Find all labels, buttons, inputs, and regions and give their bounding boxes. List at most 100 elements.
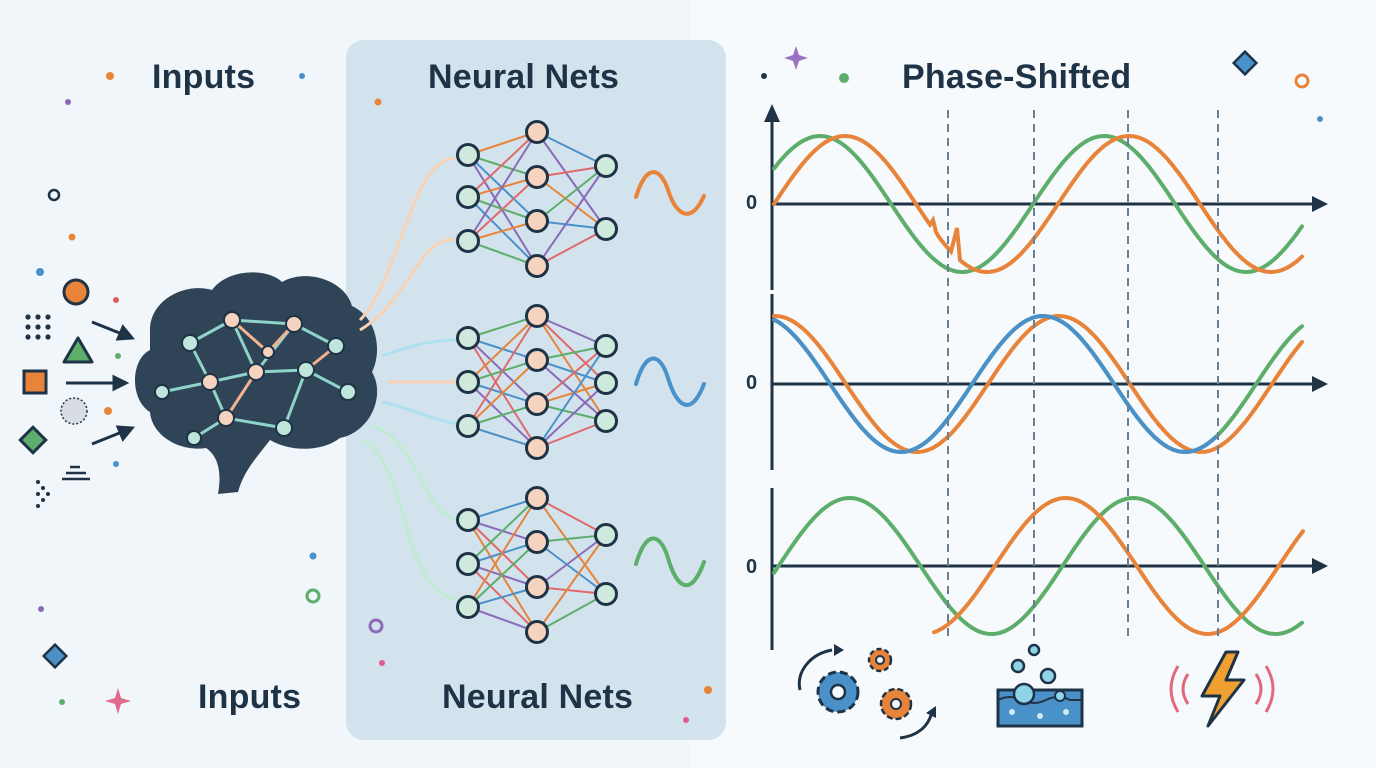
- net-edge: [536, 131, 607, 230]
- net-node: [594, 582, 618, 606]
- net-edge: [467, 131, 538, 242]
- net-edge: [536, 176, 607, 230]
- chevron-dots-icon: [36, 480, 50, 508]
- net-node: [525, 620, 549, 644]
- output-waves: [634, 170, 706, 588]
- phase-wave: [772, 313, 1304, 455]
- net-node: [525, 165, 549, 189]
- net-edge: [467, 154, 538, 267]
- net-edge: [536, 382, 607, 449]
- phase-plot-2: [770, 294, 1328, 470]
- net-edge: [536, 359, 607, 384]
- output-wave-blue: [634, 356, 706, 407]
- net-edge: [467, 131, 538, 198]
- output-wave-green: [634, 536, 706, 588]
- net-node: [525, 486, 549, 510]
- net-edge: [467, 176, 538, 242]
- green-diamond-icon: [18, 425, 48, 455]
- net-edge: [536, 420, 607, 449]
- net-edge: [467, 606, 538, 633]
- neural-networks: [456, 120, 618, 644]
- net-edge: [536, 345, 607, 449]
- net-edge: [467, 240, 538, 267]
- net-node: [525, 392, 549, 416]
- phase-wave: [772, 133, 1304, 275]
- axis-zero-label-3: 0: [746, 556, 758, 578]
- hatched-circle-icon: [60, 397, 88, 425]
- dot-grid-icon: [25, 314, 51, 340]
- inputs-title: Inputs: [152, 58, 256, 96]
- net-node: [456, 185, 480, 209]
- net-node: [594, 334, 618, 358]
- phase-wave: [932, 495, 1305, 637]
- green-triangle-icon: [62, 336, 94, 364]
- net-edge: [467, 359, 538, 427]
- net-edge: [467, 497, 538, 521]
- net-edge: [467, 497, 538, 608]
- axis-zero-label-1: 0: [746, 192, 758, 214]
- x-axis-arrow: [1312, 376, 1328, 392]
- net-node: [525, 209, 549, 233]
- net-edge: [536, 359, 607, 422]
- net-node: [525, 530, 549, 554]
- lightning-vibration-icon: [1169, 650, 1275, 728]
- net-edge: [536, 228, 607, 267]
- inputs-footer: Inputs: [198, 678, 302, 716]
- net-node: [456, 552, 480, 576]
- net-edge: [467, 315, 538, 383]
- signal-streams: [358, 156, 459, 602]
- brain-icon: [135, 272, 378, 494]
- net-edge: [536, 593, 607, 633]
- net-node: [456, 143, 480, 167]
- net-node: [594, 523, 618, 547]
- net-node: [456, 595, 480, 619]
- net-edge: [467, 425, 538, 449]
- phase-shifted-title: Phase-Shifted: [902, 58, 1132, 96]
- net-edge: [536, 497, 607, 595]
- net-edge: [536, 382, 607, 405]
- net-edge: [536, 165, 607, 267]
- phase-plots: [764, 104, 1328, 650]
- y-axis-arrow: [764, 104, 780, 122]
- net-node: [594, 217, 618, 241]
- x-axis-arrow: [1312, 196, 1328, 212]
- net-node: [525, 436, 549, 460]
- orange-circle-icon: [62, 278, 90, 306]
- net-node: [525, 348, 549, 372]
- neural-nets-title: Neural Nets: [428, 58, 620, 96]
- net-node: [456, 370, 480, 394]
- net-edge: [536, 315, 607, 347]
- net-node: [594, 371, 618, 395]
- net-edge: [536, 534, 607, 633]
- gears-icon: [797, 644, 936, 740]
- net-edge: [536, 315, 607, 422]
- net-node: [525, 120, 549, 144]
- neural-net-2: [456, 304, 618, 460]
- net-edge: [536, 534, 607, 588]
- net-node: [456, 414, 480, 438]
- confetti-dots: [36, 46, 1323, 723]
- orange-square-icon: [22, 369, 48, 395]
- bubbles-tank-icon: [996, 643, 1084, 728]
- phase-wave: [772, 133, 1304, 275]
- net-node: [594, 154, 618, 178]
- net-node: [594, 409, 618, 433]
- net-edge: [467, 154, 538, 178]
- neural-net-3: [456, 486, 618, 644]
- axis-zero-label-2: 0: [746, 372, 758, 394]
- net-edge: [467, 541, 538, 608]
- net-node: [525, 304, 549, 328]
- net-edge: [467, 315, 538, 427]
- input-arrows: [66, 320, 135, 446]
- net-edge: [536, 497, 607, 536]
- phase-wave: [772, 495, 1304, 637]
- phase-plot-3: [770, 488, 1328, 650]
- net-edge: [467, 497, 538, 565]
- net-node: [456, 508, 480, 532]
- phase-wave: [772, 313, 1217, 455]
- output-wave-orange: [634, 170, 706, 216]
- phase-plot-1: [764, 104, 1328, 290]
- net-edge: [467, 131, 538, 156]
- net-node: [456, 326, 480, 350]
